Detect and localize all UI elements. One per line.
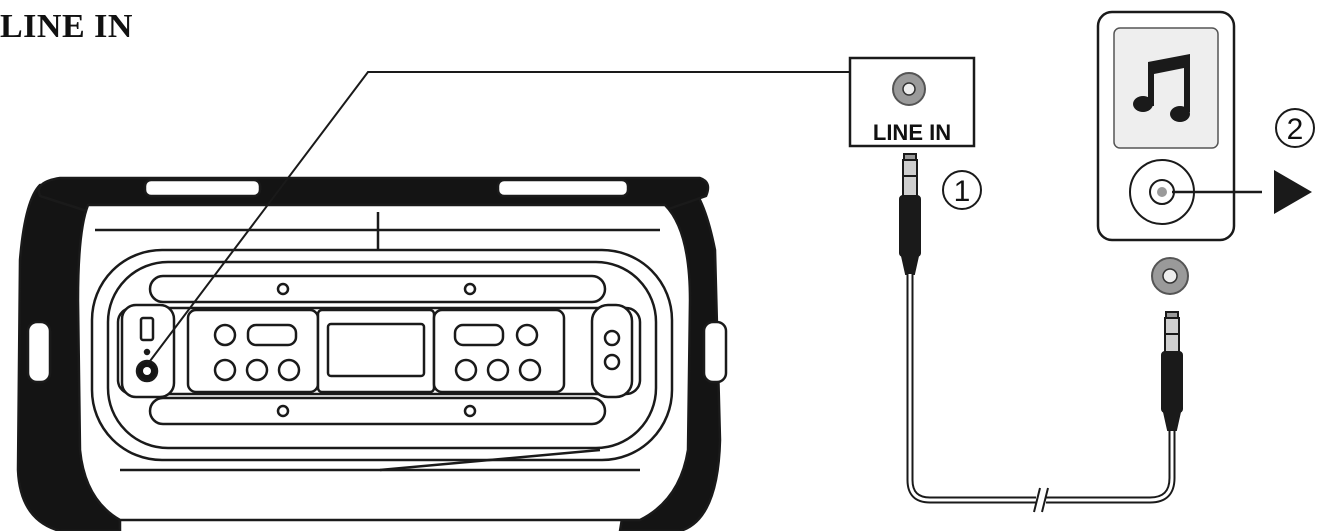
round-button [245, 358, 269, 382]
right-module [590, 303, 634, 399]
line-in-socket-hole [143, 367, 151, 375]
cable-break-mark [1041, 487, 1049, 513]
round-button [277, 358, 301, 382]
play-arrow-icon [1274, 170, 1312, 214]
speaker-base-diagonal [379, 448, 601, 472]
step-2-label: 2 [1287, 113, 1304, 146]
audio-cable [906, 274, 1176, 504]
jack-label: LINE IN [873, 120, 951, 145]
round-button [213, 358, 237, 382]
cable-break [1036, 490, 1046, 512]
audio-cable-core [908, 274, 1174, 502]
audio-plug-2 [1161, 311, 1183, 431]
step-1-circle [942, 170, 982, 210]
display-screen [326, 322, 426, 378]
speaker-unit [16, 176, 728, 531]
callout-leader-line [146, 71, 852, 366]
indicator-dot [143, 348, 151, 356]
page-title: LINE IN [0, 8, 133, 45]
front-panel-inner [106, 260, 658, 450]
step-2-circle [1275, 108, 1315, 148]
screw-icon [463, 282, 477, 296]
player-jack-hole [1162, 268, 1178, 284]
usb-port-icon [139, 316, 155, 342]
round-button [486, 358, 510, 382]
button-panel-right [432, 308, 566, 394]
player-screen [1113, 27, 1219, 149]
oval-button [453, 323, 505, 347]
round-button [515, 323, 539, 347]
jack-socket-hole [902, 82, 916, 96]
cable-break-mark [1033, 487, 1041, 513]
round-button [518, 358, 542, 382]
media-player [1096, 10, 1236, 295]
screw-icon [276, 282, 290, 296]
front-top-bar [148, 274, 607, 304]
music-note-icon [1133, 54, 1190, 122]
round-button [603, 329, 621, 347]
screw-icon [276, 404, 290, 418]
front-bottom-bar [148, 396, 607, 426]
handle-slot-right [496, 178, 630, 198]
round-button [603, 353, 621, 371]
player-center-dot [1157, 187, 1167, 197]
screw-icon [463, 404, 477, 418]
side-handle-left [26, 320, 52, 384]
oval-button [246, 323, 298, 347]
round-button [213, 323, 237, 347]
round-button [454, 358, 478, 382]
step-1-label: 1 [954, 175, 971, 208]
audio-plug-1 [899, 153, 921, 275]
line-in-callout: LINE IN [848, 56, 976, 148]
handle-slot-left [143, 178, 262, 198]
side-handle-right [702, 320, 728, 384]
